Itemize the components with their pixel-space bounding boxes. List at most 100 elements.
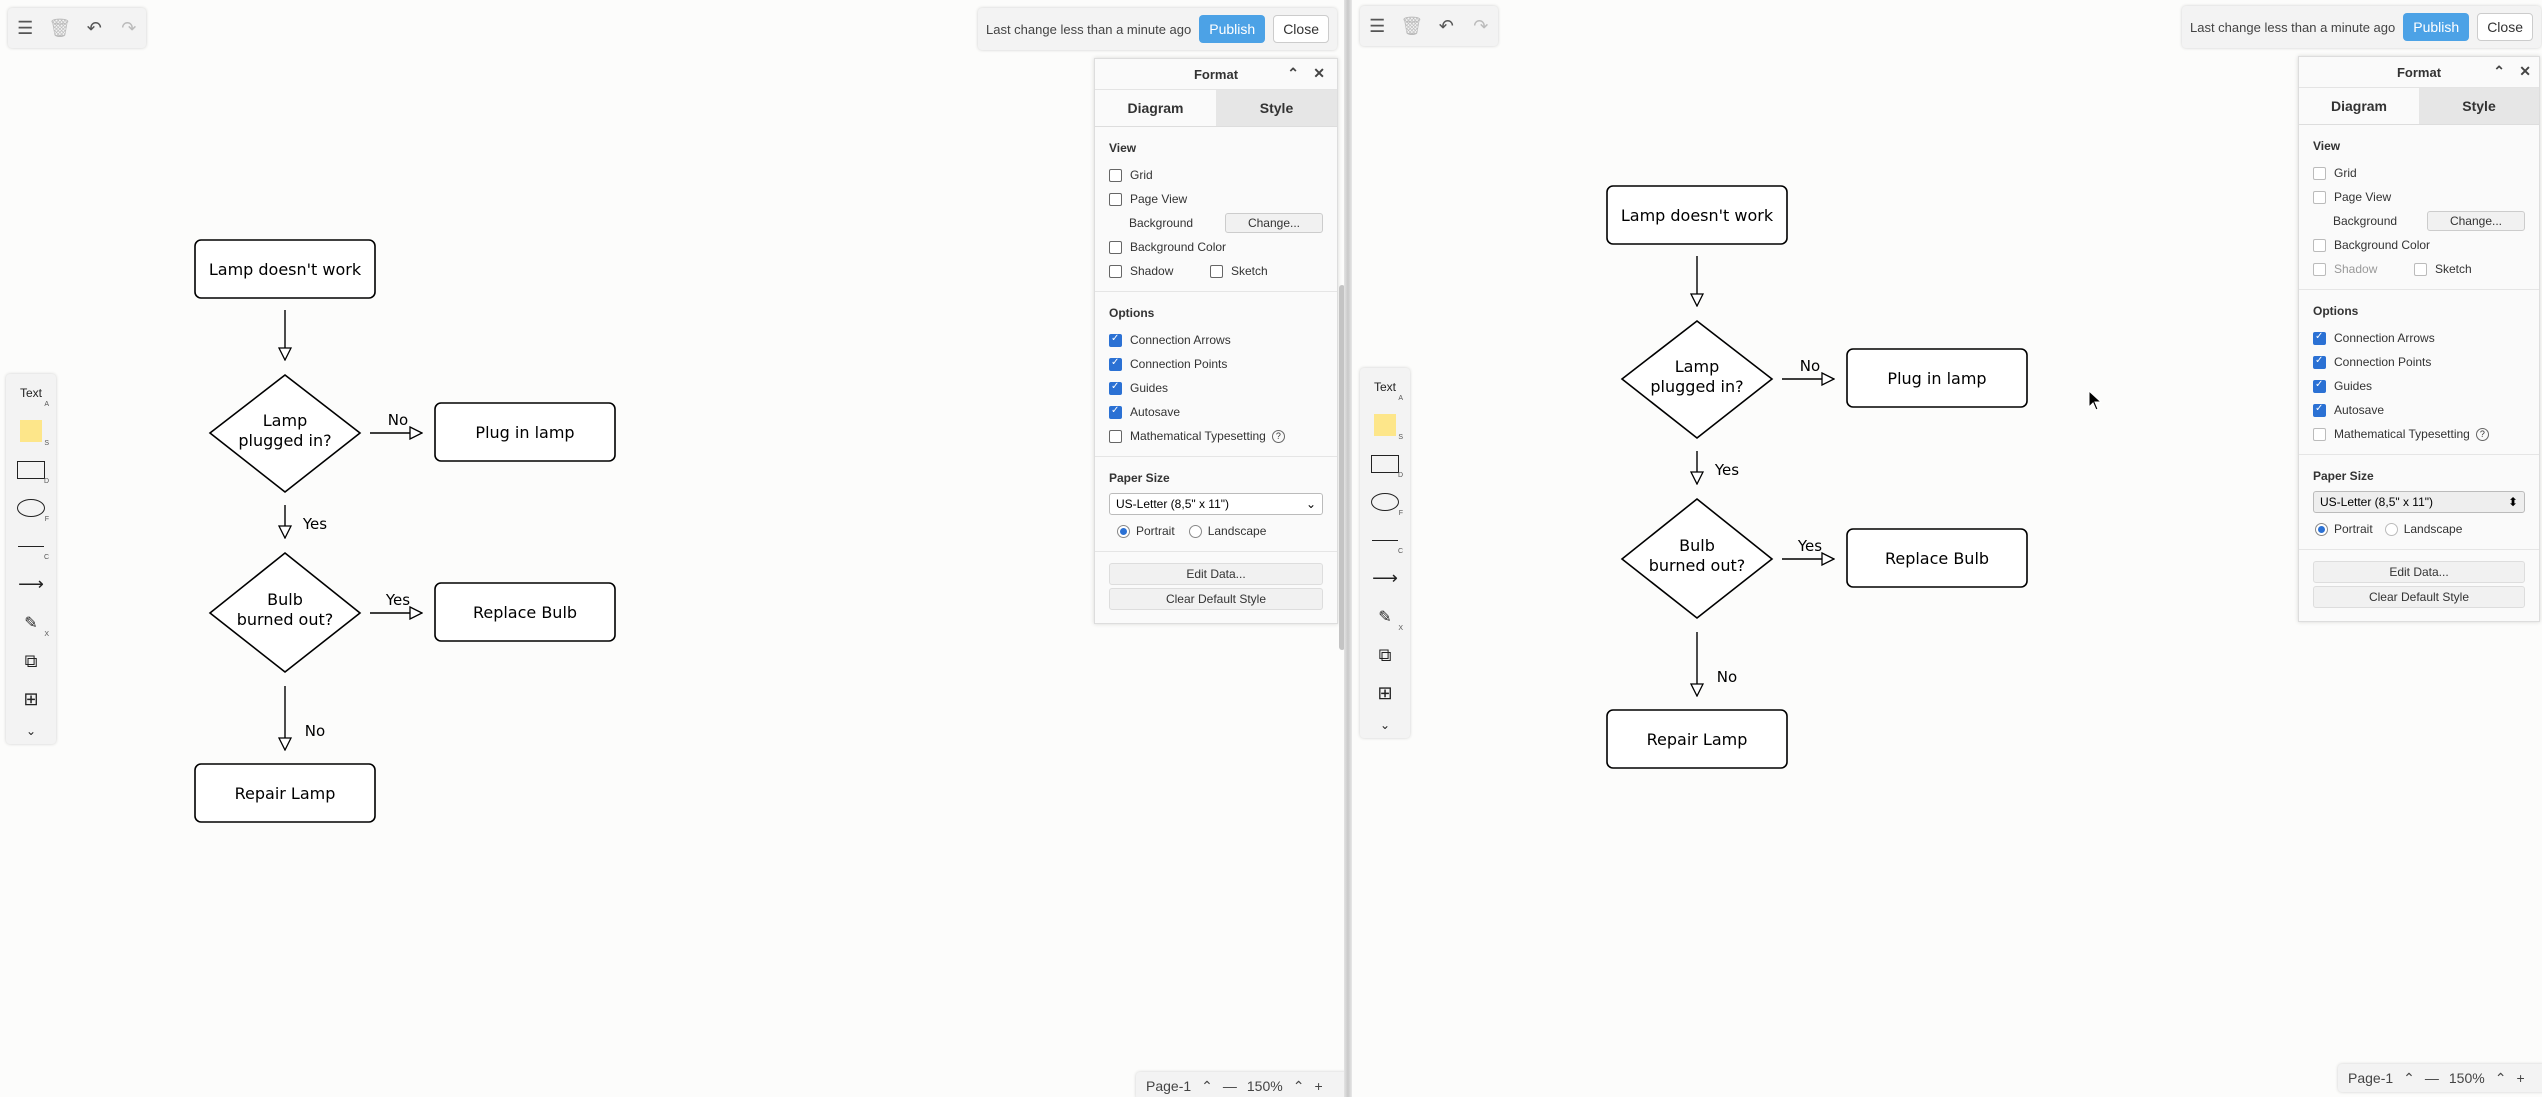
background-color-checkbox[interactable]: [1109, 240, 1122, 254]
sketch-checkbox[interactable]: [1210, 264, 1223, 278]
page-view-checkbox[interactable]: [1109, 192, 1122, 206]
change-background-button[interactable]: Change...: [2426, 211, 2525, 231]
decision-bulb[interactable]: [208, 551, 362, 674]
zoom-out-icon[interactable]: —: [1222, 1078, 1237, 1094]
close-button[interactable]: Close: [1273, 15, 1329, 43]
connection-arrows-checkbox[interactable]: [1109, 333, 1122, 347]
grid-checkbox[interactable]: [1109, 168, 1122, 182]
window-divider[interactable]: [1344, 0, 1352, 1097]
sketch-checkbox[interactable]: [2414, 262, 2427, 276]
edit-data-button[interactable]: Edit Data...: [1109, 563, 1323, 585]
chevron-up-icon[interactable]: ⌃: [1201, 1077, 1213, 1094]
portrait-radio[interactable]: [2315, 522, 2328, 536]
replace-node[interactable]: [1846, 528, 2028, 588]
zoom-out-icon[interactable]: —: [2424, 1070, 2439, 1086]
tab-style[interactable]: Style: [2419, 88, 2539, 124]
rectangle-tool[interactable]: D: [6, 451, 56, 489]
zoom-level[interactable]: 150%: [1246, 1078, 1283, 1094]
line-tool[interactable]: C: [1360, 521, 1410, 559]
tab-diagram[interactable]: Diagram: [1127, 100, 1184, 116]
arrow-tool[interactable]: ⟶: [6, 565, 56, 603]
zoom-in-icon[interactable]: +: [1314, 1078, 1323, 1094]
note-tool[interactable]: S: [1360, 406, 1410, 444]
clear-default-style-button[interactable]: Clear Default Style: [1109, 588, 1323, 610]
guides-checkbox[interactable]: [2313, 379, 2326, 393]
guides-checkbox[interactable]: [1109, 381, 1122, 395]
more-tools[interactable]: ⌄: [1360, 713, 1410, 739]
start-node[interactable]: [194, 239, 376, 299]
decision-plugged[interactable]: [1620, 319, 1774, 440]
line-tool[interactable]: C: [6, 527, 56, 565]
autosave-checkbox[interactable]: [2313, 403, 2326, 417]
connection-arrows-checkbox[interactable]: [2313, 331, 2326, 345]
connection-points-checkbox[interactable]: [1109, 357, 1122, 371]
menu-icon[interactable]: ☰: [1369, 15, 1386, 36]
insert-tool[interactable]: ⊞: [6, 680, 56, 718]
arrow-tool[interactable]: ⟶: [1360, 559, 1410, 597]
grid-checkbox[interactable]: [2313, 166, 2326, 180]
clear-default-style-button[interactable]: Clear Default Style: [2313, 586, 2525, 608]
shadow-checkbox[interactable]: [2313, 262, 2326, 276]
start-node[interactable]: [1606, 185, 1788, 245]
page-view-checkbox[interactable]: [2313, 190, 2326, 204]
redo-icon[interactable]: ↷: [1473, 15, 1489, 36]
repair-node[interactable]: [194, 763, 376, 823]
math-checkbox[interactable]: [2313, 427, 2326, 441]
more-tools[interactable]: ⌄: [6, 719, 56, 745]
delete-icon[interactable]: 🗑: [1400, 15, 1424, 36]
math-checkbox[interactable]: [1109, 429, 1122, 443]
insert-tool[interactable]: ⊞: [1360, 674, 1410, 712]
rectangle-tool[interactable]: D: [1360, 445, 1410, 483]
ellipse-tool[interactable]: F: [1360, 483, 1410, 521]
plug-node[interactable]: [1846, 348, 2028, 408]
close-button[interactable]: Close: [2477, 13, 2533, 41]
close-icon[interactable]: ✕: [2519, 63, 2531, 79]
undo-icon[interactable]: ↶: [86, 17, 102, 38]
close-icon[interactable]: ✕: [1313, 65, 1325, 81]
decision-plugged[interactable]: [208, 373, 362, 494]
tab-diagram[interactable]: Diagram: [2330, 98, 2388, 114]
shapes-tool[interactable]: ⧉: [1360, 636, 1410, 674]
shapes-tool[interactable]: ⧉: [6, 642, 56, 680]
background-color-checkbox[interactable]: [2313, 238, 2326, 252]
tab-style[interactable]: Style: [1216, 90, 1337, 126]
vertical-scrollbar[interactable]: [1339, 285, 1344, 650]
plug-node[interactable]: [434, 402, 616, 462]
collapse-icon[interactable]: ⌃: [2493, 63, 2505, 79]
shadow-checkbox[interactable]: [1109, 264, 1122, 278]
connection-points-checkbox[interactable]: [2313, 355, 2326, 369]
note-tool[interactable]: S: [6, 412, 56, 450]
menu-icon[interactable]: ☰: [17, 17, 34, 38]
edit-data-button[interactable]: Edit Data...: [2313, 561, 2525, 583]
change-background-button[interactable]: Change...: [1224, 213, 1323, 233]
chevron-up-icon[interactable]: ⌃: [1292, 1077, 1305, 1094]
page-tab[interactable]: Page-1: [1146, 1078, 1192, 1094]
paper-size-select[interactable]: US-Letter (8,5" x 11")⬍: [2313, 491, 2525, 513]
freehand-tool[interactable]: ✎X: [24, 614, 49, 638]
portrait-radio[interactable]: [1117, 524, 1130, 538]
collapse-icon[interactable]: ⌃: [1287, 65, 1299, 81]
repair-node[interactable]: [1606, 709, 1788, 769]
help-icon[interactable]: ?: [2475, 427, 2489, 441]
autosave-checkbox[interactable]: [1109, 405, 1122, 419]
delete-icon[interactable]: 🗑: [48, 17, 72, 38]
page-tab[interactable]: Page-1: [2348, 1070, 2394, 1086]
zoom-level[interactable]: 150%: [2448, 1070, 2485, 1086]
help-icon[interactable]: ?: [1271, 429, 1285, 443]
chevron-up-icon[interactable]: ⌃: [2494, 1069, 2507, 1086]
paper-size-select[interactable]: US-Letter (8,5" x 11")⌄: [1109, 493, 1323, 515]
redo-icon[interactable]: ↷: [121, 17, 137, 38]
undo-icon[interactable]: ↶: [1438, 15, 1454, 36]
landscape-radio[interactable]: [2384, 522, 2398, 536]
ellipse-tool[interactable]: F: [6, 489, 56, 527]
chevron-up-icon[interactable]: ⌃: [2403, 1069, 2415, 1086]
publish-button[interactable]: Publish: [2403, 13, 2470, 41]
freehand-tool[interactable]: ✎X: [1378, 608, 1403, 632]
publish-button[interactable]: Publish: [1199, 15, 1266, 43]
replace-node[interactable]: [434, 582, 616, 642]
zoom-in-icon[interactable]: +: [2516, 1070, 2525, 1086]
landscape-radio[interactable]: [1188, 524, 1202, 538]
decision-bulb[interactable]: [1620, 497, 1774, 620]
